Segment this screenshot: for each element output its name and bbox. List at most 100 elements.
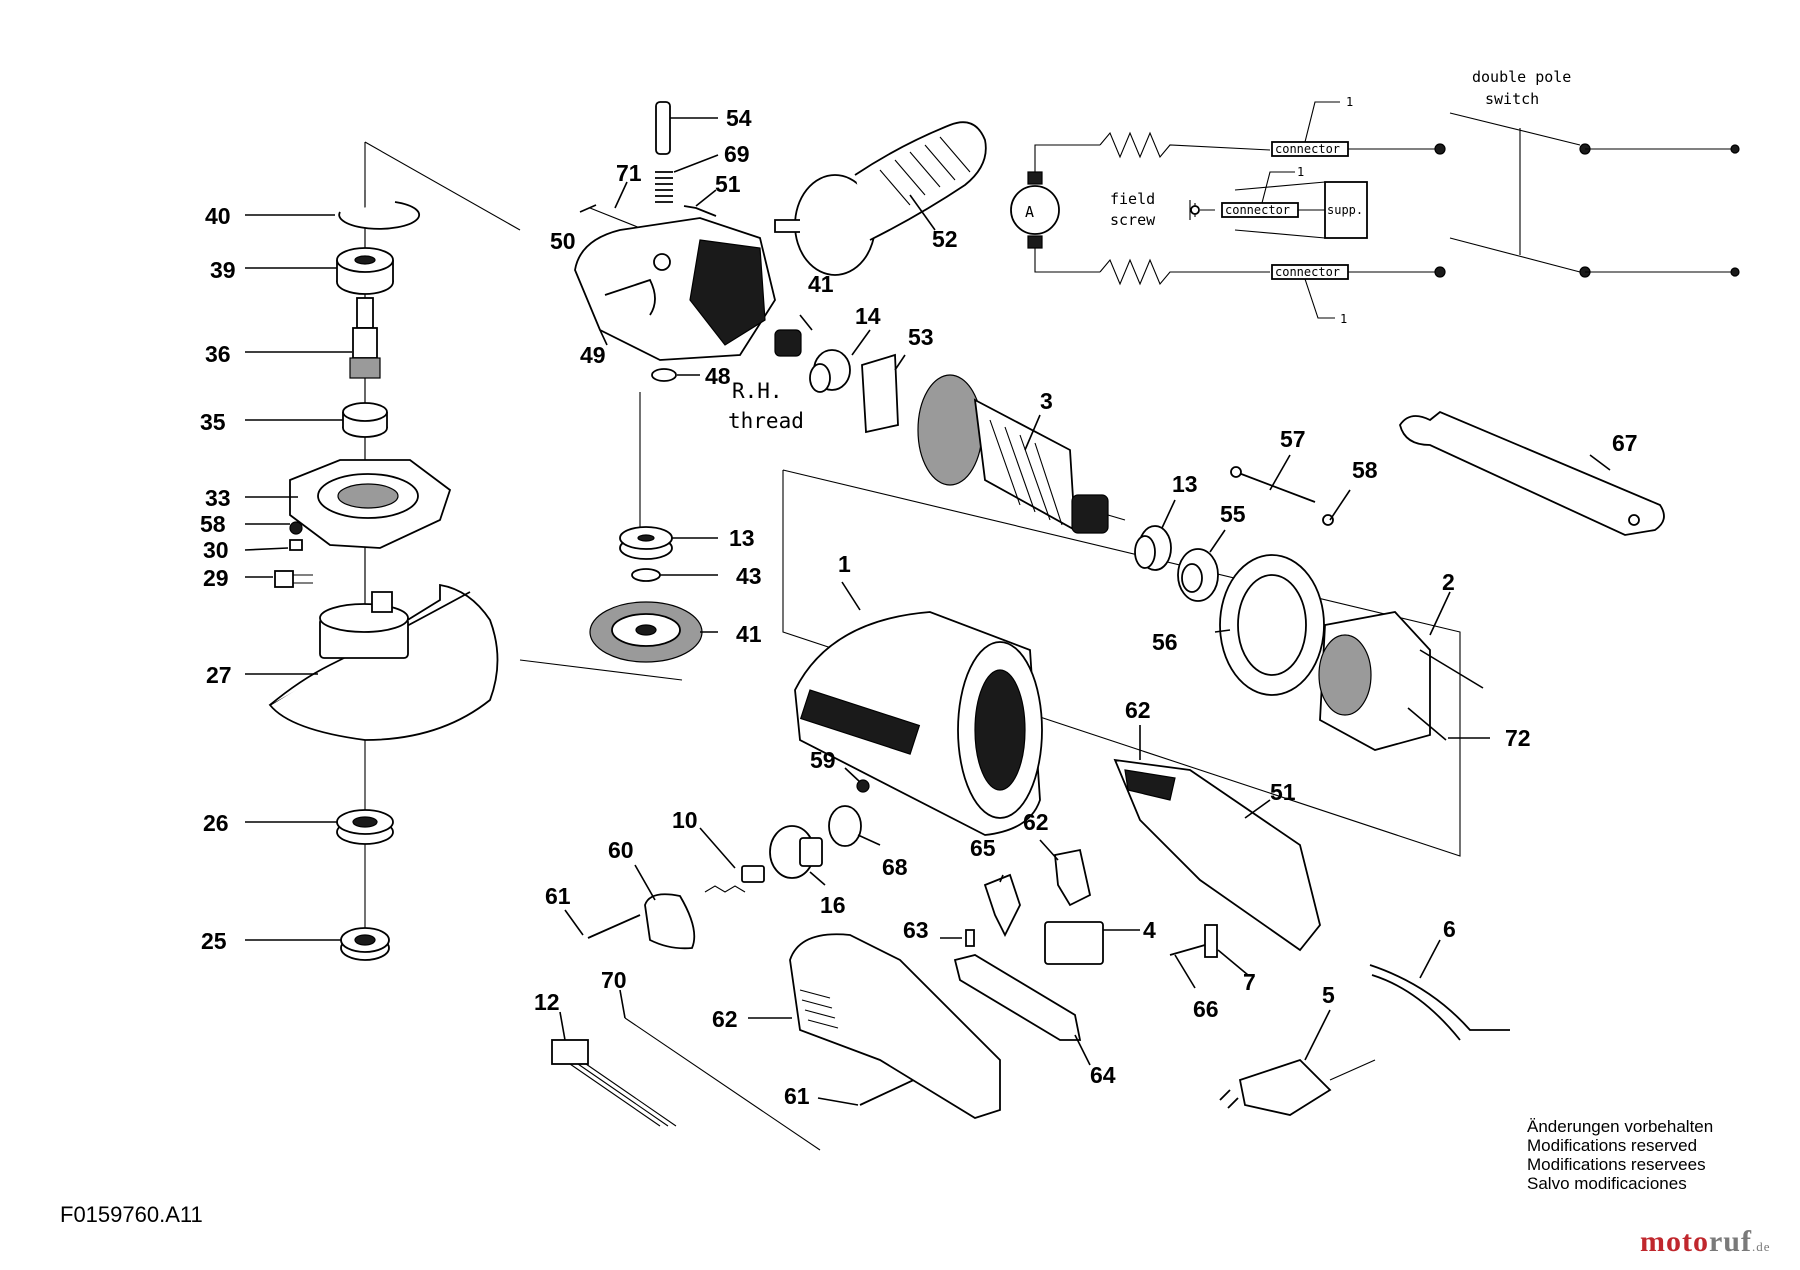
part-number: 62 [712, 1006, 738, 1032]
clamp-screw-part [274, 570, 313, 588]
note-line-fr: Modifications reservees [1527, 1155, 1706, 1174]
wheel-guard-part [268, 583, 499, 741]
note-line-es: Salvo modificaciones [1527, 1174, 1687, 1193]
power-cable-part [1369, 964, 1510, 1041]
document-id: F0159760.A11 [60, 1202, 203, 1227]
part-number: 39 [210, 257, 236, 283]
part-number: 7 [1243, 969, 1256, 995]
lock-ring-part [631, 568, 661, 582]
small-screw-part [856, 779, 870, 793]
part-number: 25 [201, 928, 227, 954]
armature-bearing-part [1134, 525, 1172, 571]
part-number: 51 [1270, 779, 1296, 805]
carbon-brush-part [704, 865, 765, 893]
spring-ring-part [651, 368, 677, 382]
part-number: 41 [808, 271, 834, 297]
part-number: 49 [580, 342, 606, 368]
part-number: 43 [736, 563, 762, 589]
note-line-de: Änderungen vorbehalten [1527, 1117, 1714, 1136]
part-number: 66 [1193, 996, 1219, 1022]
motor-symbol [1010, 185, 1060, 235]
clamping-nut-part [340, 927, 390, 961]
motor-housing-assembly [587, 611, 1484, 1106]
motor-symbol-label: A [1025, 203, 1034, 221]
part-number: 1 [838, 551, 851, 577]
part-number: 71 [616, 160, 642, 186]
brand-part-1: moto [1640, 1225, 1709, 1258]
spindle-part [349, 297, 381, 379]
part-number: 35 [200, 409, 226, 435]
brand-watermark: motoruf.de [1640, 1225, 1771, 1259]
part-number: 50 [550, 228, 576, 254]
thread-note-line1: R.H. [732, 379, 783, 403]
field-screw-label-1: field [1110, 190, 1155, 208]
part-number: 6 [1443, 916, 1456, 942]
part-number: 64 [1090, 1062, 1116, 1088]
sleeve-part [342, 402, 388, 438]
long-screw-part [1235, 471, 1316, 503]
cable-tie-part [624, 1017, 821, 1151]
part-number: 61 [784, 1083, 810, 1109]
connector-label-top: connector [1275, 142, 1340, 156]
connector-label-bottom: connector [1275, 265, 1340, 279]
switch-bar-part [953, 954, 1082, 1041]
part-number: 63 [903, 917, 929, 943]
part-number: 13 [729, 525, 755, 551]
washer-part [289, 521, 303, 535]
pinion-part [774, 329, 802, 357]
part-number: 61 [545, 883, 571, 909]
wiring-ref-1b: 1 [1297, 165, 1304, 179]
part-number: 2 [1442, 569, 1455, 595]
part-number: 58 [1352, 457, 1378, 483]
part-number: 57 [1280, 426, 1306, 452]
fan-baffle-part [1219, 554, 1325, 696]
switch-label-1: double pole [1472, 68, 1571, 86]
part-number: 29 [203, 565, 229, 591]
part-number: 54 [726, 105, 752, 131]
part-number: 16 [820, 892, 846, 918]
part-number: 68 [882, 854, 908, 880]
brand-part-2: ruf [1708, 1225, 1752, 1258]
part-number: 5 [1322, 982, 1335, 1008]
screw-part [289, 539, 303, 551]
part-number: 59 [810, 747, 836, 773]
field-screw-label-2: screw [1110, 211, 1156, 229]
small-pin-part [965, 929, 975, 947]
part-number: 4 [1143, 917, 1156, 943]
modifications-note: Änderungen vorbehalten Modifications res… [1527, 1117, 1713, 1193]
spanner-part [1399, 410, 1665, 536]
part-number: 3 [1040, 388, 1053, 414]
part-number: 26 [203, 810, 229, 836]
locking-pin-part [655, 101, 671, 155]
part-number: 58 [200, 511, 226, 537]
gear-housing-part [574, 217, 776, 361]
circlip-part [338, 201, 421, 230]
suppressor-part [551, 1039, 677, 1127]
wiring-ref-1c: 1 [1340, 312, 1347, 326]
part-number: 51 [715, 171, 741, 197]
note-line-en: Modifications reserved [1527, 1136, 1698, 1155]
part-number: 52 [932, 226, 958, 252]
part-numbers: 40 39 36 35 33 58 30 29 27 26 25 54 69 7… [200, 105, 1638, 1109]
part-number: 62 [1125, 697, 1151, 723]
bevel-gear-part [589, 601, 703, 663]
gear-housing-assembly [574, 101, 987, 663]
part-number: 27 [206, 662, 232, 688]
bearing-flange-part [289, 459, 452, 549]
inner-flange-part [336, 809, 394, 845]
armature-part [917, 374, 1126, 534]
auxiliary-handle-part [774, 121, 987, 276]
cable-clamp-part [1204, 924, 1218, 958]
part-number: 65 [970, 835, 996, 861]
part-number: 10 [672, 807, 698, 833]
part-number: 48 [705, 363, 731, 389]
switch-label-2: switch [1485, 90, 1539, 108]
part-number: 13 [1172, 471, 1198, 497]
brush-holder-part [769, 825, 823, 879]
part-number: 70 [601, 967, 627, 993]
handle-assembly [551, 758, 1510, 1151]
part-number: 41 [736, 621, 762, 647]
part-number: 30 [203, 537, 229, 563]
thread-note-line2: thread [728, 409, 804, 433]
part-number: 67 [1612, 430, 1638, 456]
